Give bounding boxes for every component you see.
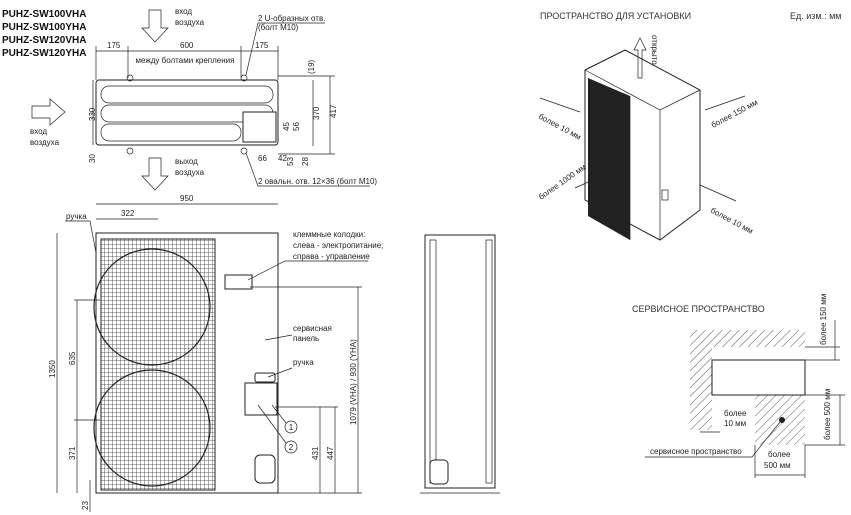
label: более	[768, 450, 791, 459]
dimension: 370	[312, 106, 321, 120]
label: справа - управление	[293, 252, 370, 261]
model-name: PUHZ-SW100VHA	[2, 9, 86, 20]
handle	[254, 372, 276, 383]
air-outlet-arrow-icon	[141, 157, 169, 191]
label: слева - электропитание;	[293, 241, 383, 250]
dimension: 175	[255, 41, 269, 50]
dimension: 950	[180, 194, 194, 203]
label: между болтами крепления	[136, 56, 235, 65]
dimension: 635	[68, 351, 77, 365]
label: вход	[30, 127, 47, 136]
label: 2 овальн. отв. 12×36 (болт М10)	[258, 177, 377, 186]
dimension: 175	[107, 41, 121, 50]
dimension: 53	[286, 157, 295, 166]
label: сервисное пространство	[650, 447, 742, 456]
dimension: 23	[81, 501, 90, 510]
label: сервисная	[293, 324, 332, 333]
label: 2 U-образных отв.	[258, 14, 325, 23]
label: панель	[293, 334, 319, 343]
label: 10 мм	[724, 419, 746, 428]
air-inlet-arrow-icon	[31, 98, 66, 126]
model-name: PUHZ-SW100YHA	[2, 22, 86, 33]
dimension: 322	[121, 209, 135, 218]
dimension: 600	[180, 41, 194, 50]
dimension: 1350	[48, 360, 57, 378]
label: более 500 мм	[823, 389, 832, 440]
section-title: ПРОСТРАНСТВО ДЛЯ УСТАНОВКИ	[540, 11, 691, 21]
marker: 2	[289, 443, 294, 452]
arrow-icon	[699, 184, 737, 202]
dimension: 417	[329, 104, 338, 118]
dimension: 28	[301, 157, 310, 166]
top-view: вход воздуха вход воздуха выход воздуха …	[30, 7, 377, 191]
dimension: 42	[278, 154, 287, 163]
air-inlet-arrow-icon	[141, 9, 169, 43]
dimension: 66	[258, 154, 267, 163]
label: вход	[175, 7, 192, 16]
dimension: 45	[282, 122, 291, 131]
arrow-icon	[574, 169, 616, 189]
installation-space: ПРОСТРАНСТВО ДЛЯ УСТАНОВКИ Ед. изм.: мм …	[537, 11, 841, 241]
dimension: 447	[326, 446, 335, 460]
arrow-icon	[704, 95, 746, 111]
label: (болт М10)	[258, 23, 299, 32]
front-view: 950 322 ручка клеммные колодки: слева - …	[48, 194, 383, 512]
model-name: PUHZ-SW120YHA	[2, 48, 86, 59]
label: воздуха	[175, 168, 205, 177]
label: клеммные колодки:	[293, 230, 365, 239]
model-list: PUHZ-SW100VHA PUHZ-SW100YHA PUHZ-SW120VH…	[2, 9, 86, 59]
section-title: СЕРВИСНОЕ ПРОСТРАНСТВО	[632, 304, 765, 314]
model-name: PUHZ-SW120VHA	[2, 35, 86, 46]
dimension: (19)	[307, 59, 316, 74]
marker: 1	[289, 423, 294, 432]
label: более 150 мм	[819, 294, 828, 345]
arrow-icon	[633, 37, 647, 79]
dimension: 30	[88, 154, 97, 163]
label: воздуха	[30, 138, 60, 147]
label: более 10 мм	[709, 206, 755, 236]
label: ручка	[66, 212, 87, 221]
dimension: 431	[311, 446, 320, 460]
service-space: СЕРВИСНОЕ ПРОСТРАНСТВО более 150 мм боле…	[632, 294, 845, 478]
label: воздуха	[175, 18, 205, 27]
label: ручка	[293, 358, 314, 367]
terminal-block	[224, 274, 253, 290]
side-view	[420, 234, 500, 494]
label: более 10 мм	[537, 112, 583, 142]
dimension: 330	[88, 107, 97, 121]
label: более 150 мм	[710, 98, 759, 130]
dimension: 56	[292, 122, 301, 131]
arrow-icon	[539, 97, 581, 113]
dimension: 1079 (VHA) / 930 (YHA)	[349, 339, 358, 425]
label: выход	[175, 157, 198, 166]
label: открыто	[650, 35, 659, 65]
label: более	[724, 409, 747, 418]
label: более 1000 мм	[537, 162, 588, 201]
units-label: Ед. изм.: мм	[790, 11, 841, 21]
dimension: 371	[68, 446, 77, 460]
label: 500 мм	[764, 461, 791, 470]
